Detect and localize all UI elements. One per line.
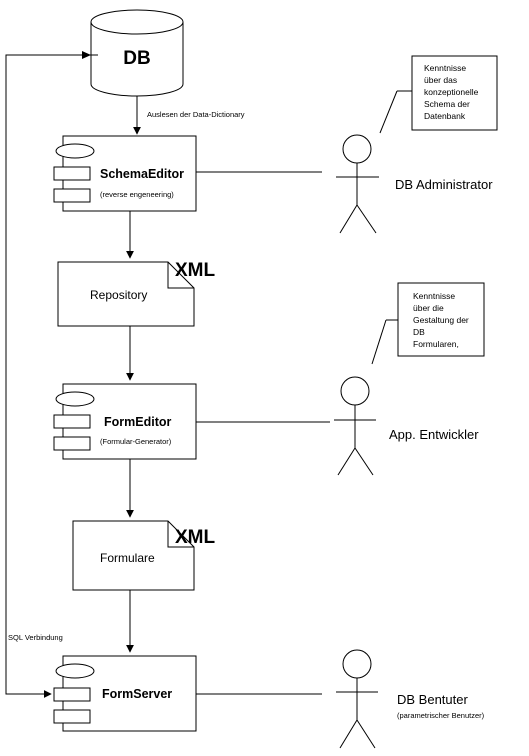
sql-connection-arrowhead-db xyxy=(82,51,91,59)
dev-note-line-4: DB xyxy=(413,327,425,337)
repository-document: Repository XML xyxy=(57,260,216,327)
formulare-document: Formulare XML xyxy=(72,520,216,591)
dev-note-connector xyxy=(371,319,387,365)
dev-knowledge-note: Kenntnisse über die Gestaltung der DB Fo… xyxy=(397,282,485,357)
actor-app-dev-label: App. Entwickler xyxy=(389,427,479,442)
schema-editor-name: SchemaEditor xyxy=(100,167,184,181)
admin-note-line-5: Datenbank xyxy=(424,111,466,121)
database-cylinder: DB xyxy=(90,9,184,97)
admin-note-line-4: Schema der xyxy=(424,99,470,109)
admin-note-line-2: über das xyxy=(424,75,457,85)
form-server-component: FormServer xyxy=(53,655,197,732)
actor-db-user-figure xyxy=(336,649,378,749)
edge-label-data-dictionary: Auslesen der Data-Dictionary xyxy=(147,110,245,119)
edge-label-sql-connection: SQL Verbindung xyxy=(8,633,63,642)
formulare-label: Formulare xyxy=(100,551,155,565)
actor-db-admin-figure xyxy=(336,134,379,234)
repository-xml-tag: XML xyxy=(175,260,216,281)
formulare-xml-tag: XML xyxy=(175,527,216,548)
edge-sql-connection xyxy=(5,54,98,698)
actor-app-dev-figure xyxy=(334,376,376,476)
dev-note-line-2: über die xyxy=(413,303,444,313)
schema-editor-subtitle: (reverse engeneering) xyxy=(100,190,174,199)
admin-note-line-1: Kenntnisse xyxy=(424,63,466,73)
database-label: DB xyxy=(123,48,150,69)
dev-note-line-1: Kenntnisse xyxy=(413,291,455,301)
form-editor-name: FormEditor xyxy=(104,415,171,429)
repository-label: Repository xyxy=(90,288,147,302)
dev-note-line-5: Formularen, xyxy=(413,339,459,349)
actor-db-user-subtitle: (parametrischer Benutzer) xyxy=(397,711,485,720)
schema-editor-component: SchemaEditor (reverse engeneering) xyxy=(53,135,197,212)
form-editor-subtitle: (Formular-Generator) xyxy=(100,437,172,446)
actor-db-admin-label: DB Administrator xyxy=(395,177,493,192)
admin-knowledge-note: Kenntnisse über das konzeptionelle Schem… xyxy=(411,55,498,131)
form-server-name: FormServer xyxy=(102,687,172,701)
admin-note-connector xyxy=(379,90,398,134)
actor-db-user-label: DB Bentuter xyxy=(397,692,468,707)
form-editor-component: FormEditor (Formular-Generator) xyxy=(53,383,197,460)
dev-note-line-3: Gestaltung der xyxy=(413,315,469,325)
admin-note-line-3: konzeptionelle xyxy=(424,87,479,97)
